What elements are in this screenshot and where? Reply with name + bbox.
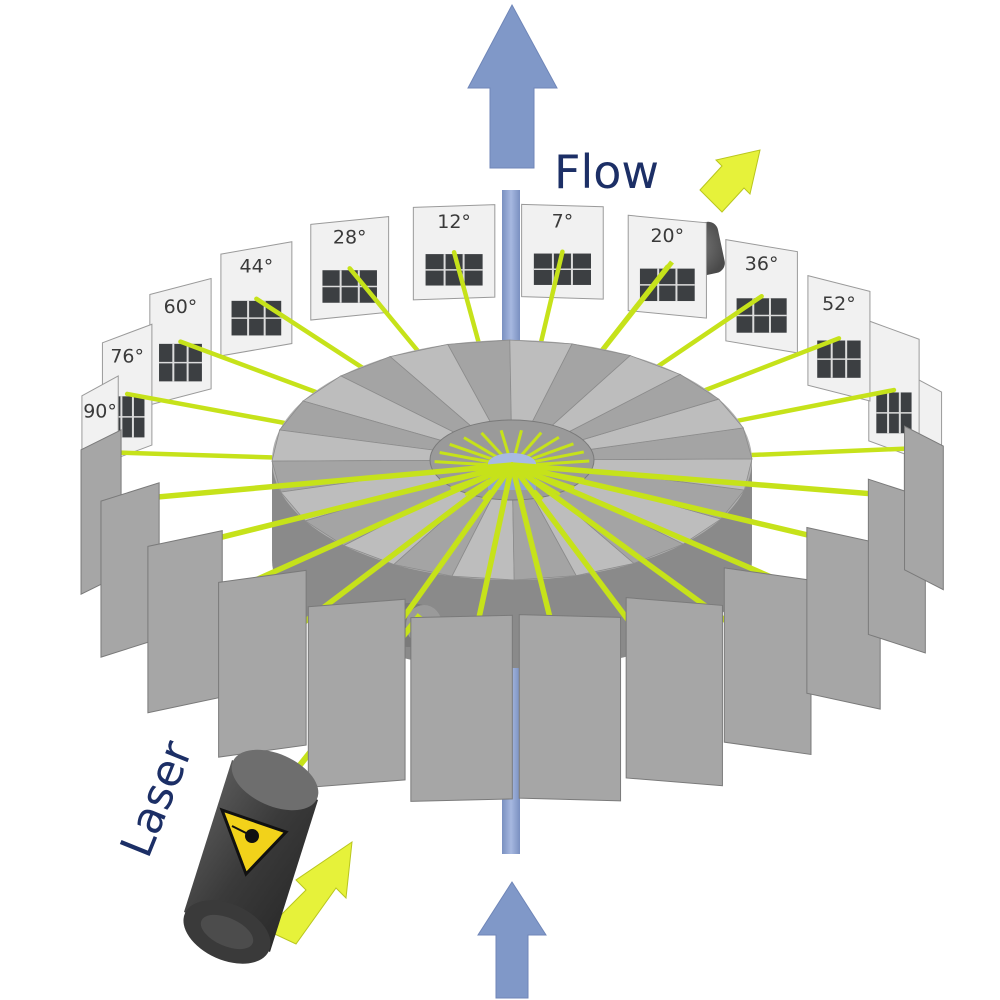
detector-angle-label: 7° (552, 211, 574, 233)
light-direction-arrow-icon (265, 840, 353, 945)
laser-beam (98, 462, 515, 505)
detector-angle-label: 44° (240, 255, 274, 277)
detector-panel (218, 569, 307, 758)
flow-label: Flow (554, 145, 659, 199)
detector-panel (625, 597, 723, 787)
flow-up-arrow (467, 3, 558, 169)
flow-direction-arrow-icon (467, 3, 558, 169)
flow-inlet-arrow-icon (477, 881, 547, 999)
detector-panel (147, 530, 223, 714)
laser-beam (509, 462, 927, 501)
detector-panel (806, 526, 881, 710)
detector-panel (723, 567, 812, 756)
detector-angle-label: 60° (164, 296, 198, 318)
detector-angle-label: 76° (110, 346, 144, 368)
detector-panel (518, 614, 622, 802)
detector-angle-label: 36° (745, 253, 779, 275)
laser-source (183, 749, 319, 964)
detector-angle-label: 28° (333, 226, 367, 248)
light-direction-arrow-icon (699, 149, 761, 213)
detector-angle-label: 90° (83, 401, 117, 423)
detector-angle-label: 52° (822, 293, 856, 315)
front-detector-panels (80, 425, 944, 802)
laser-hazard-warning-icon (219, 807, 289, 877)
detector-panel (307, 598, 406, 788)
laser-label: Laser (111, 733, 203, 864)
detector-panel (410, 614, 513, 802)
detector-angle-label: 20° (650, 225, 684, 247)
detector-panel (904, 425, 944, 591)
detector-angle-label: 12° (437, 211, 471, 233)
